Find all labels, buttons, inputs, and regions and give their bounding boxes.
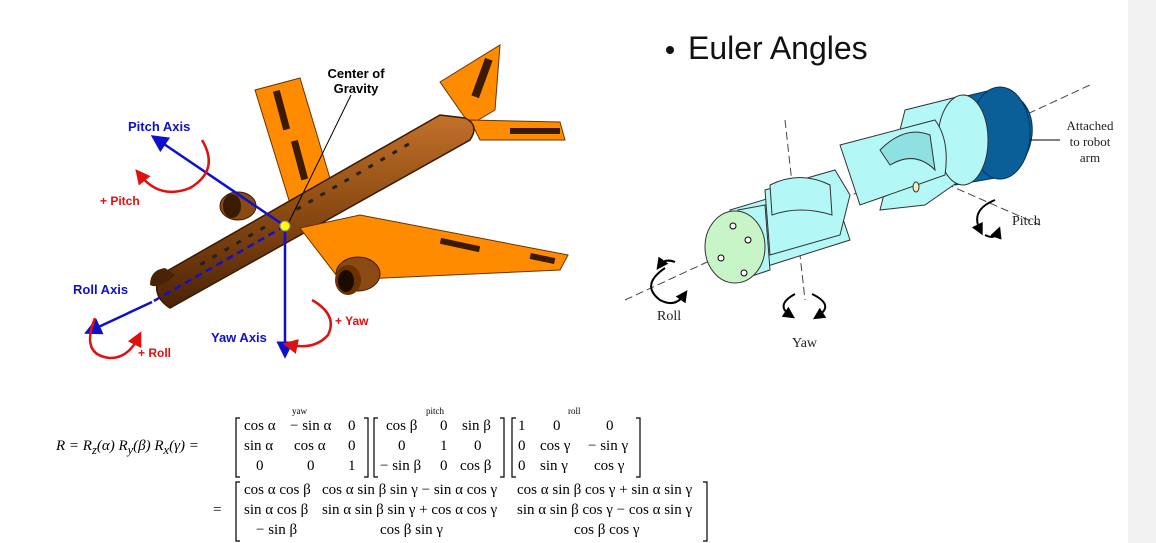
result-0-0: cos α cos β <box>244 482 311 498</box>
robot-wrist-diagram: Attached to robot arm Pitch Roll Yaw <box>624 84 1114 351</box>
center-of-gravity-label-2: Gravity <box>334 81 380 96</box>
yaw-m-1-0: sin α <box>244 438 274 454</box>
attached-label-1: Attached <box>1067 118 1114 133</box>
equation-brackets <box>235 417 708 542</box>
yaw-m-1-1: cos α <box>294 438 326 454</box>
wrist-roll-arrow <box>650 267 688 305</box>
yaw-m-2-0: 0 <box>256 458 264 474</box>
result-0-1: cos α sin β sin γ − sin α cos γ <box>322 482 498 498</box>
roll-m-2-2: cos γ <box>594 458 625 474</box>
result-0-2: cos α sin β cos γ + sin α sin γ <box>517 482 693 498</box>
roll-m-0-1: 0 <box>553 418 561 434</box>
slide-title: Euler Angles <box>688 30 868 66</box>
pitch-axis-arrow <box>150 135 286 228</box>
wrist-pitch-arrow <box>971 199 996 236</box>
result-1-2: sin α sin β cos γ − cos α sin γ <box>517 502 693 518</box>
roll-m-1-1: cos γ <box>540 438 571 454</box>
result-equals: = <box>213 502 222 518</box>
windows <box>199 142 410 266</box>
yaw-m-0-0: cos α <box>244 418 276 434</box>
roll-m-1-0: 0 <box>518 438 526 454</box>
slide-bullet: Euler Angles <box>666 30 868 67</box>
result-2-0: − sin β <box>256 522 298 538</box>
wrist-yaw-arrow <box>781 293 796 319</box>
engine-far <box>219 191 257 221</box>
yaw-m-0-2: 0 <box>348 418 356 434</box>
yaw-m-1-2: 0 <box>348 438 356 454</box>
roll-m-0-2: 0 <box>606 418 614 434</box>
pitch-pin <box>912 181 920 193</box>
yaw-m-0-1: − sin α <box>290 418 332 434</box>
label-pitch: pitch <box>426 406 444 416</box>
wrist-pitch-label: Pitch <box>1012 214 1041 229</box>
pitch-m-0-2: sin β <box>462 418 491 434</box>
result-1-0: sin α cos β <box>244 502 309 518</box>
roll-m-0-0: 1 <box>518 418 526 434</box>
cg-leader-line <box>288 94 352 223</box>
attached-label-3: arm <box>1080 150 1100 165</box>
wrist-end-face <box>704 204 771 284</box>
plus-roll-label: + Roll <box>138 346 171 360</box>
wrist-roll-label: Roll <box>657 309 681 324</box>
roll-m-1-2: − sin γ <box>588 438 629 454</box>
airplane-diagram: Center of Gravity Pitch Axis + Pitch Rol… <box>73 44 569 360</box>
result-1-1: sin α sin β sin γ + cos α cos γ <box>322 502 498 518</box>
pitch-m-2-2: cos β <box>460 458 492 474</box>
result-2-2: cos β cos γ <box>574 522 640 538</box>
label-yaw: yaw <box>292 406 307 416</box>
pitch-m-0-0: cos β <box>386 418 418 434</box>
center-of-gravity-label-1: Center of <box>327 66 385 81</box>
rotation-equation: R = Rz(α) Ry(β) Rx(γ) = yaw pitch roll c… <box>0 400 720 543</box>
label-roll: roll <box>568 406 581 416</box>
fuselage <box>155 114 475 309</box>
yaw-rotation-arrow <box>282 298 332 354</box>
roll-m-2-0: 0 <box>518 458 526 474</box>
pitch-m-1-1: 1 <box>440 438 448 454</box>
pitch-m-2-1: 0 <box>440 458 448 474</box>
pitch-m-0-1: 0 <box>440 418 448 434</box>
plus-yaw-label: + Yaw <box>335 314 369 328</box>
bullet-dot <box>666 45 674 54</box>
roll-axis-label: Roll Axis <box>73 282 128 297</box>
engine-near <box>335 256 381 295</box>
attached-label-2: to robot <box>1070 134 1111 149</box>
yaw-m-2-2: 1 <box>348 458 356 474</box>
pitch-rotation-arrow <box>135 139 210 194</box>
slide-right-edge <box>1128 0 1156 543</box>
yaw-m-2-1: 0 <box>307 458 315 474</box>
wrist-yaw-label: Yaw <box>792 336 818 351</box>
roll-axis-arrow <box>84 300 153 335</box>
pitch-axis-label: Pitch Axis <box>128 119 190 134</box>
center-of-gravity-dot <box>279 220 291 232</box>
pitch-m-2-0: − sin β <box>380 458 422 474</box>
equation-lhs: R = Rz(α) Ry(β) Rx(γ) = <box>56 438 199 457</box>
pitch-m-1-2: 0 <box>474 438 482 454</box>
tail-fin <box>439 44 501 126</box>
roll-m-2-1: sin γ <box>540 458 568 474</box>
roll-axis-dashed <box>151 224 286 304</box>
plus-pitch-label: + Pitch <box>100 194 140 208</box>
result-2-1: cos β sin γ <box>380 522 444 538</box>
yaw-axis-label: Yaw Axis <box>211 330 267 345</box>
pitch-m-1-0: 0 <box>398 438 406 454</box>
roll-rotation-arrow <box>88 317 142 360</box>
